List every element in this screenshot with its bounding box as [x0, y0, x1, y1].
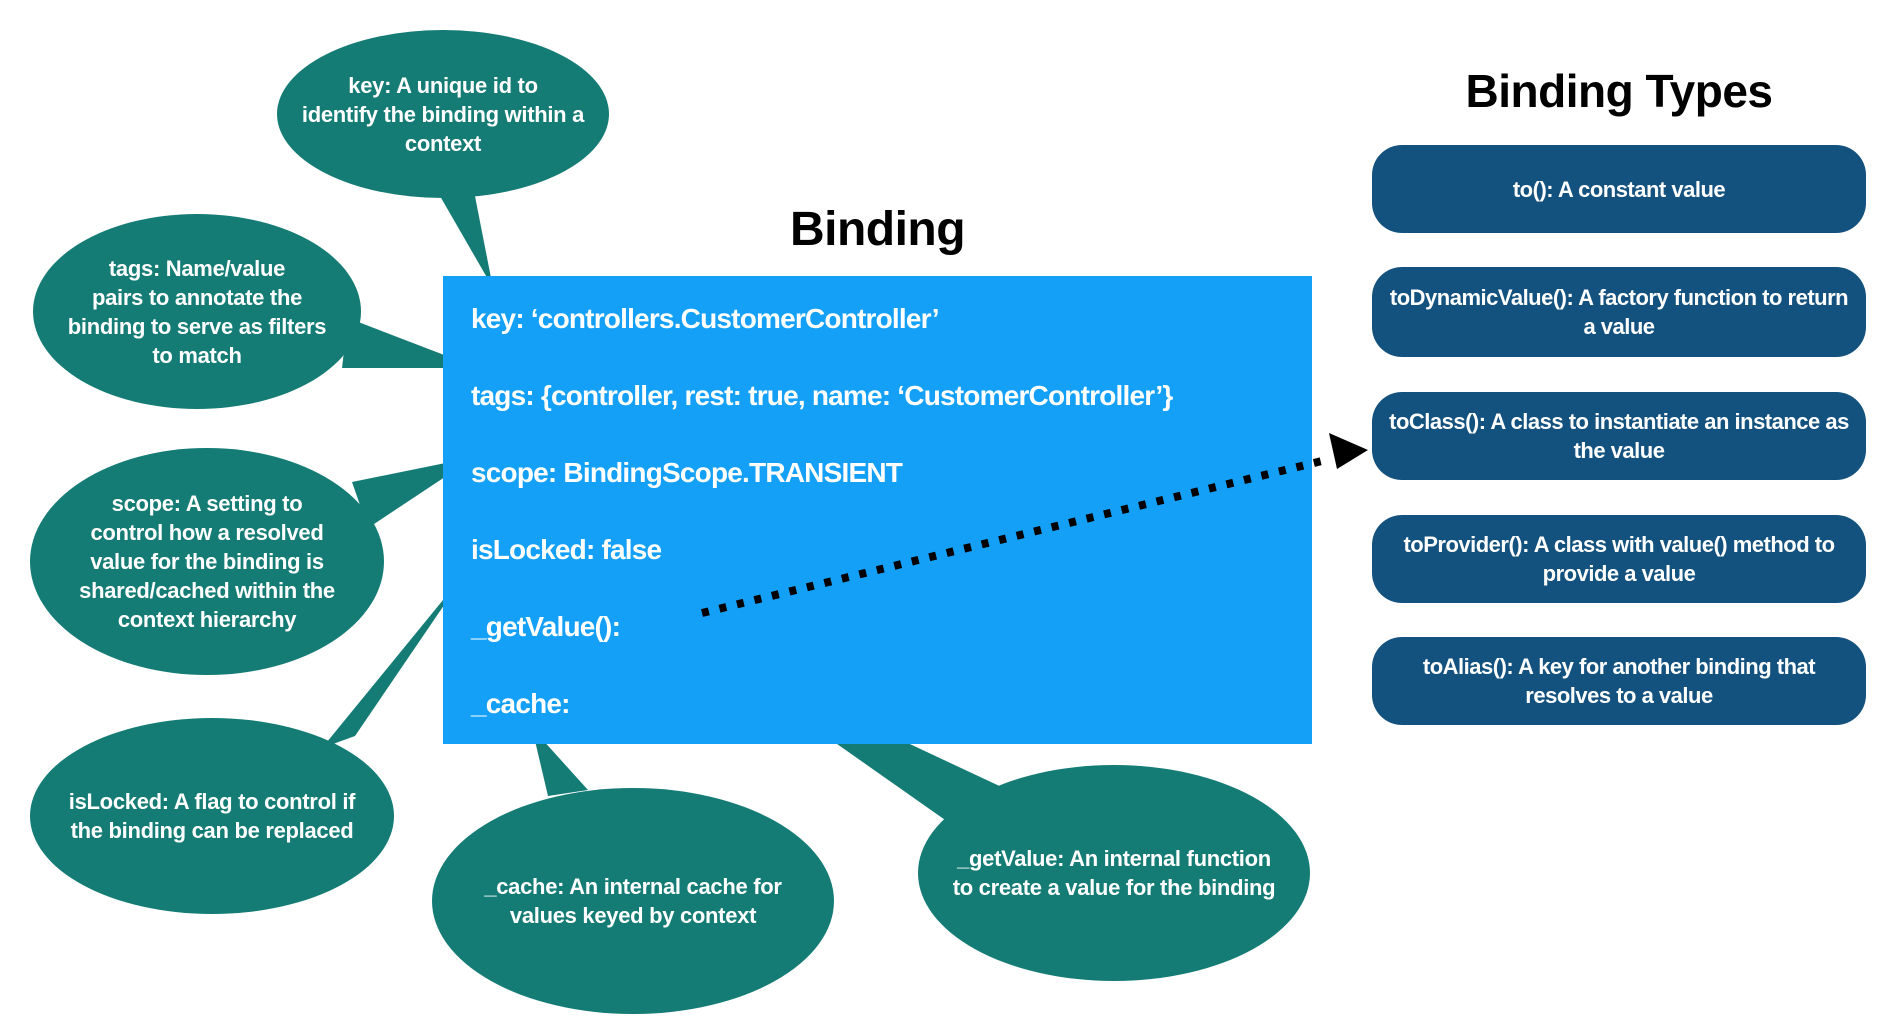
callout-islocked-line: the binding can be replaced [70, 818, 354, 843]
binding-field-cache: _cache: [471, 687, 571, 719]
callout-scope-line: context hierarchy [117, 607, 297, 632]
callout-key: key: A unique id to identify the binding… [277, 30, 609, 198]
callout-cache-line: _cache: An internal cache for [484, 874, 782, 899]
callout-getvalue: _getValue: An internal function to creat… [918, 765, 1310, 981]
callout-getvalue-line: to create a value for the binding [952, 875, 1276, 900]
binding-type-todynamicvalue: toDynamicValue(): A factory function to … [1372, 267, 1866, 357]
callout-scope-line: scope: A setting to [111, 491, 303, 516]
binding-field-getvalue: _getValue(): [471, 610, 621, 642]
callout-islocked-tail [322, 567, 470, 748]
binding-types-title: Binding Types [1465, 65, 1774, 117]
callout-key-tail [425, 170, 493, 288]
binding-type-toprovider: toProvider(): A class with value() metho… [1372, 515, 1866, 603]
callout-tags-line: to match [152, 342, 242, 368]
callout-cache-line: values keyed by context [509, 903, 757, 928]
callout-scope-line: shared/cached within the [79, 578, 335, 603]
callout-islocked-line: isLocked: A flag to control if [68, 789, 356, 814]
binding-field-islocked: isLocked: false [471, 533, 662, 565]
callout-cache-tail [532, 728, 588, 796]
callout-tags: tags: Name/value pairs to annotate the b… [33, 214, 361, 409]
binding-box: key: ‘controllers.CustomerController’ ta… [443, 276, 1312, 744]
binding-type-toclass: toClass(): A class to instantiate an ins… [1372, 392, 1866, 480]
callout-islocked: isLocked: A flag to control if the bindi… [30, 718, 394, 914]
binding-field-scope: scope: BindingScope.TRANSIENT [471, 456, 903, 488]
callout-key-line: key: A unique id to [348, 72, 538, 98]
callout-scope-line: control how a resolved [90, 520, 324, 545]
callout-scope-line: value for the binding is [90, 549, 324, 574]
binding-type-to: to(): A constant value [1372, 145, 1866, 233]
callout-tags-line: binding to serve as filters [67, 313, 327, 339]
callout-key-line: identify the binding within a [301, 101, 585, 127]
callout-scope: scope: A setting to control how a resolv… [30, 448, 384, 675]
callout-tags-line: pairs to annotate the [91, 284, 303, 310]
binding-field-key: key: ‘controllers.CustomerController’ [471, 302, 940, 334]
binding-type-toalias: toAlias(): A key for another binding tha… [1372, 637, 1866, 725]
binding-field-tags: tags: {controller, rest: true, name: ‘Cu… [471, 379, 1173, 411]
binding-title: Binding [789, 203, 966, 256]
callout-tags-line: tags: Name/value [108, 255, 286, 281]
callout-cache: _cache: An internal cache for values key… [432, 788, 834, 1014]
callout-getvalue-line: _getValue: An internal function [957, 846, 1271, 871]
callout-key-line: context [404, 130, 482, 156]
